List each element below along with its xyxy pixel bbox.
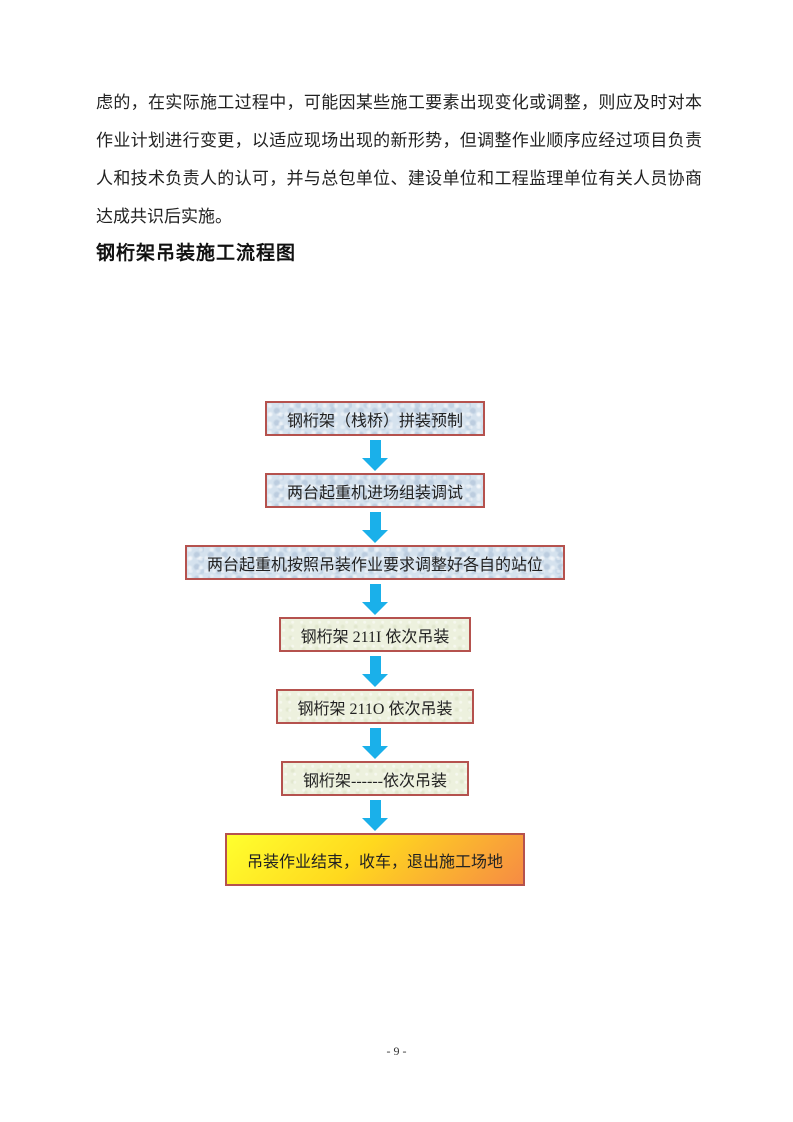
section-heading: 钢桁架吊装施工流程图 [96, 243, 297, 264]
down-arrow-icon [362, 436, 388, 473]
down-arrow-icon [362, 652, 388, 689]
page-number: - 9 - [386, 1044, 407, 1058]
flow-step: 钢桁架（栈桥）拼装预制 [264, 401, 485, 436]
down-arrow-icon [362, 508, 388, 545]
flow-step: 钢桁架 211O 依次吊装 [275, 689, 475, 724]
flow-step: 两台起重机进场组装调试 [264, 473, 485, 508]
down-arrow-icon [362, 796, 388, 833]
flow-step: 钢桁架 211I 依次吊装 [278, 617, 472, 652]
page-footer: - 9 - [0, 1044, 793, 1059]
down-arrow-icon [362, 724, 388, 761]
construction-flowchart: 钢桁架（栈桥）拼装预制两台起重机进场组装调试两台起重机按照吊装作业要求调整好各自… [0, 401, 750, 886]
flow-step: 钢桁架------依次吊装 [281, 761, 469, 796]
flow-step: 吊装作业结束，收车，退出施工场地 [224, 833, 525, 886]
down-arrow-icon [362, 580, 388, 617]
flow-step: 两台起重机按照吊装作业要求调整好各自的站位 [184, 545, 565, 580]
body-paragraph: 虑的，在实际施工过程中，可能因某些施工要素出现变化或调整，则应及时对本作业计划进… [96, 93, 702, 226]
